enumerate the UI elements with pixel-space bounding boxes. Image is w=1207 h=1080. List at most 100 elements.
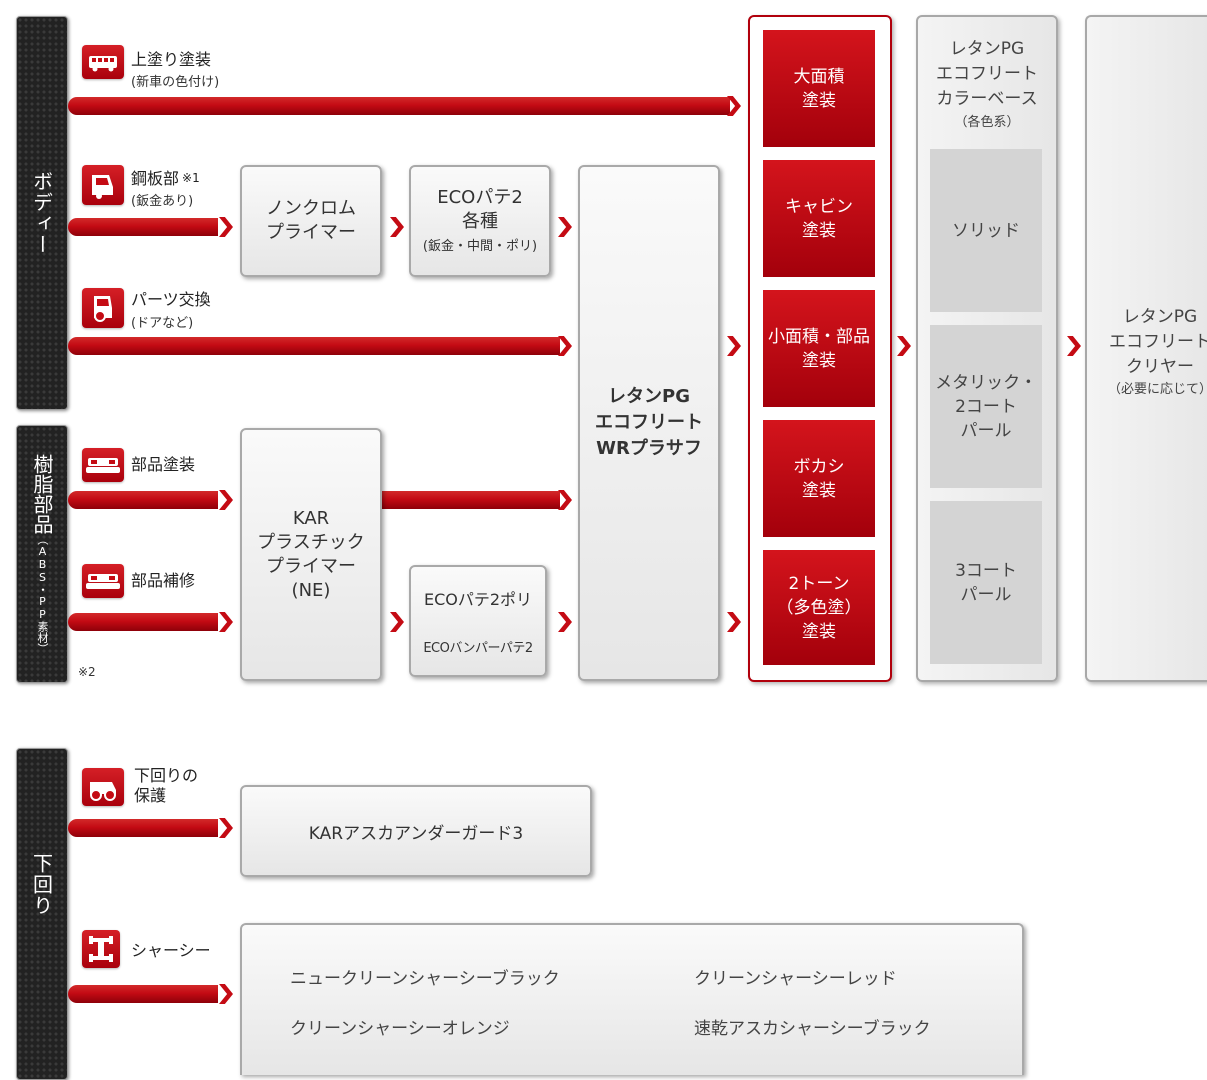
colorbase-solid-l1: ソリッド	[952, 220, 1020, 241]
box-kar-line3: プライマー	[266, 555, 356, 577]
colorbase-panel: レタンPG エコフリート カラーベース （各色系） ソリッド メタリック・ 2コ…	[916, 15, 1058, 682]
row-under-protect-label2: 保護	[134, 786, 167, 805]
colorbase-metallic-l2: 2コート	[955, 396, 1017, 417]
chevron-paint-icon	[897, 336, 911, 356]
colorbase-title-l3: カラーベース	[936, 89, 1038, 109]
chevron-kar-repair-icon	[390, 612, 404, 632]
paint-type-large-l1: 大面積	[793, 66, 845, 87]
box-ecoputty-sub: (鈑金・中間・ポリ)	[422, 239, 538, 254]
category-resin: 樹脂部品 （ABS・PP素材）	[16, 425, 68, 683]
chevron-nonchrome-icon	[390, 217, 404, 237]
row-steel-label: 鋼板部※1	[131, 168, 200, 189]
row-steel-text: 鋼板部	[131, 169, 180, 188]
colorbase-solid: ソリッド	[930, 149, 1042, 312]
paint-type-small-l1: 小面積・部品	[768, 326, 870, 347]
box-ecoputty: ECOパテ2 各種 (鈑金・中間・ポリ)	[409, 165, 551, 277]
chevron-ecoputty-icon	[558, 217, 572, 237]
arrow-parts	[68, 337, 560, 355]
chevron-wr-upper-icon	[727, 336, 741, 356]
chassis-product-2: クリーンシャーシーレッド	[694, 969, 897, 989]
chevron-under-protect-icon	[219, 818, 233, 838]
category-body-label: ボディー	[29, 171, 54, 255]
bumper-icon	[82, 448, 124, 482]
row-part-repair-label: 部品補修	[131, 571, 196, 590]
box-eco-bumper: ECOバンパーパテ2	[423, 640, 533, 656]
arrow-topcoat	[68, 97, 730, 115]
arrow-part-paint	[68, 491, 218, 509]
colorbase-sub: （各色系）	[954, 115, 1020, 130]
row-under-protect-label1: 下回りの	[134, 766, 199, 785]
paint-type-cabin-l1: キャビン	[785, 196, 853, 217]
paint-type-blend-l1: ボカシ	[793, 456, 845, 477]
chevron-colorbase-icon	[1067, 336, 1081, 356]
colorbase-title-l1: レタンPG	[949, 39, 1025, 59]
paint-type-twotone-l2: （多色塗）	[776, 597, 862, 618]
box-kar-line1: KAR	[292, 507, 330, 529]
chassis-product-4: 速乾アスカシャーシーブラック	[694, 1019, 931, 1039]
clear-panel: レタンPG エコフリート クリヤー （必要に応じて）	[1085, 15, 1207, 682]
paint-type-small-l2: 塗装	[802, 350, 836, 371]
colorbase-title-l2: エコフリート	[936, 64, 1038, 84]
row-topcoat-label: 上塗り塗装	[131, 50, 212, 69]
arrow-under-protect	[68, 819, 218, 837]
chevron-wr-lower-icon	[727, 612, 741, 632]
paint-type-large-l2: 塗装	[802, 90, 836, 111]
box-eco-poly: ECOパテ2ポリ	[423, 590, 533, 610]
arrow-chassis	[68, 985, 218, 1003]
clear-title-l3: クリヤー	[1126, 357, 1194, 377]
arrow-steel	[68, 218, 218, 236]
paint-type-blend-l2: 塗装	[802, 480, 836, 501]
colorbase-3coat-l2: パール	[960, 584, 1012, 605]
colorbase-metallic-l1: メタリック・	[935, 372, 1037, 393]
row-parts-sub: (ドアなど)	[131, 316, 194, 331]
box-kar-primer: KAR プラスチック プライマー (NE)	[240, 428, 382, 681]
chassis-icon	[82, 930, 120, 968]
box-nonchrome-line1: ノンクロム	[266, 198, 356, 219]
colorbase-3coat: 3コート パール	[930, 501, 1042, 664]
category-under-label: 下回り	[29, 852, 54, 916]
paint-type-twotone: 2トーン （多色塗） 塗装	[763, 550, 875, 665]
category-body: ボディー	[16, 16, 68, 410]
chevron-part-repair-icon	[219, 612, 233, 632]
paint-type-cabin: キャビン 塗装	[763, 160, 875, 277]
category-under: 下回り	[16, 748, 68, 1080]
truck-cab-icon	[82, 165, 124, 205]
colorbase-metallic-l3: パール	[960, 420, 1012, 441]
category-resin-sublabel: （ABS・PP素材）	[36, 534, 49, 654]
chevron-ecopoly-icon	[558, 612, 572, 632]
clear-title-l1: レタンPG	[1122, 307, 1198, 327]
bumper-icon	[82, 564, 124, 598]
paint-type-blend: ボカシ 塗装	[763, 420, 875, 537]
paint-type-twotone-l1: 2トーン	[788, 573, 850, 594]
box-kar-line2: プラスチック	[257, 531, 365, 553]
box-chassis-products: ニュークリーンシャーシーブラック クリーンシャーシーレッド クリーンシャーシーオ…	[240, 923, 1024, 1075]
paint-type-panel: 大面積 塗装 キャビン 塗装 小面積・部品 塗装 ボカシ 塗装 2トーン （多色…	[748, 15, 892, 682]
colorbase-title: レタンPG エコフリート カラーベース （各色系）	[918, 37, 1056, 134]
note-2: ※2	[78, 665, 96, 679]
arrow-kar-to-wr	[380, 491, 560, 509]
chevron-kar-icon	[558, 490, 572, 510]
box-wr-line1: レタンPG	[608, 386, 690, 407]
chassis-product-3: クリーンシャーシーオレンジ	[290, 1019, 510, 1039]
row-steel-note: ※1	[182, 171, 200, 185]
row-parts-label: パーツ交換	[131, 290, 211, 309]
truck-under-icon	[82, 768, 124, 806]
colorbase-3coat-l1: 3コート	[955, 560, 1017, 581]
category-resin-label: 樹脂部品	[30, 454, 54, 534]
paint-type-cabin-l2: 塗装	[802, 220, 836, 241]
clear-title-l2: エコフリート	[1109, 332, 1207, 352]
chevron-part-paint-icon	[219, 490, 233, 510]
paint-type-twotone-l3: 塗装	[802, 621, 836, 642]
clear-sub: （必要に応じて）	[1107, 382, 1207, 397]
box-underguard: KARアスカアンダーガード3	[240, 785, 592, 877]
paint-type-small: 小面積・部品 塗装	[763, 290, 875, 407]
bus-icon	[82, 45, 124, 79]
box-wr-line3: WRプラサフ	[596, 438, 702, 459]
clear-title: レタンPG エコフリート クリヤー （必要に応じて）	[1095, 305, 1207, 400]
box-ecoputty-line1: ECOパテ2	[437, 187, 523, 208]
box-wr-prasaf: レタンPG エコフリート WRプラサフ	[578, 165, 720, 681]
box-kar-line4: (NE)	[291, 579, 331, 601]
door-gear-icon	[82, 288, 124, 328]
row-topcoat-sub: (新車の色付け)	[131, 75, 220, 90]
chevron-steel-icon	[219, 217, 233, 237]
